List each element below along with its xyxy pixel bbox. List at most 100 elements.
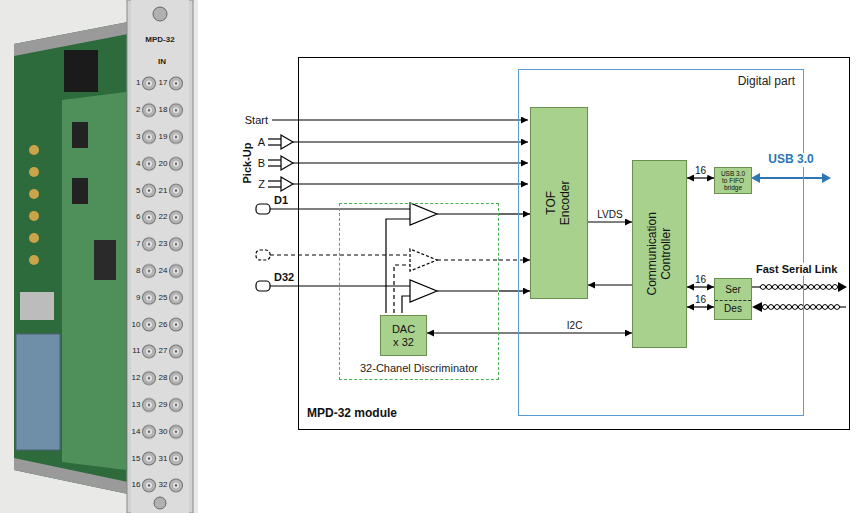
channel-number-holder: 17 <box>159 79 168 88</box>
serial-wire <box>762 305 840 310</box>
channel-number: 9 <box>136 293 140 302</box>
bridge-box: USB 3.0 to FIFO bridge <box>714 167 752 194</box>
signal-arrow <box>687 306 714 307</box>
signal-wire <box>268 165 281 166</box>
threshold-wire <box>402 296 410 313</box>
comparator-symbol <box>410 203 437 225</box>
receiver-symbol <box>281 177 293 191</box>
module-photo <box>0 0 198 513</box>
arrow-head <box>838 282 847 292</box>
serdes-box: SerDes <box>714 278 752 320</box>
discriminator-group: 32-Chanel DiscriminatorDAC x 32 <box>339 203 499 380</box>
usb-arrow <box>756 177 826 179</box>
edge-label-holder: 16 <box>694 274 707 286</box>
channel-number-holder: 23 <box>159 240 168 249</box>
edge-label-holder: LVDS <box>596 209 623 221</box>
threshold-wire <box>394 265 410 313</box>
interface-name: Fast Serial Link <box>754 263 839 276</box>
channel-number-holder: 27 <box>159 347 168 356</box>
signal-name: Start <box>245 114 268 127</box>
channel-number: 22 <box>159 213 168 222</box>
board-rail <box>14 458 128 494</box>
comparator-symbol <box>410 280 437 302</box>
interface-name-holder: Fast Serial Link <box>754 263 839 276</box>
channel-number: 17 <box>159 79 168 88</box>
channel-number-holder: 21 <box>159 186 168 195</box>
signal-arrow <box>687 177 714 178</box>
receiver-symbol <box>281 135 293 149</box>
serial-wire <box>760 285 838 290</box>
comparator-symbol <box>410 249 437 271</box>
board-area <box>62 92 126 470</box>
chip <box>72 122 88 148</box>
channel-number: 5 <box>136 186 140 195</box>
twisted-pair-link <box>750 282 847 312</box>
signal-wire <box>270 285 410 286</box>
input-name-holder: D1 <box>274 194 288 207</box>
channel-number-holder: 4 <box>136 159 140 168</box>
edge-label-holder: 16 <box>694 294 707 306</box>
serial-wire <box>760 285 838 290</box>
channel-number-holder: 24 <box>159 266 168 275</box>
channel-number-holder: 32 <box>159 481 168 490</box>
signal-wire <box>268 138 281 139</box>
signal-arrow <box>588 221 632 222</box>
channel-number: 28 <box>159 374 168 383</box>
channel-number: 2 <box>136 106 140 115</box>
channel-number-holder: 11 <box>132 347 140 356</box>
channel-number: 3 <box>136 132 140 141</box>
input-name-holder: D32 <box>274 271 294 284</box>
channel-number-holder: 28 <box>159 374 168 383</box>
node-text: MPD-32 module <box>307 407 397 421</box>
sma-connector <box>29 189 39 199</box>
panel-label: MPD-32 <box>145 35 174 44</box>
node-text: Des <box>715 300 751 317</box>
interface-name: USB 3.0 <box>766 153 815 167</box>
signal-wire <box>293 141 528 142</box>
channel-number: 1 <box>136 79 140 88</box>
channel-number: 16 <box>132 481 141 490</box>
signal-wire <box>437 213 498 214</box>
node-text: TOF Encoder <box>545 173 573 233</box>
serial-wire <box>840 306 846 307</box>
channel-number: 12 <box>132 374 141 383</box>
serial-wire <box>762 305 840 310</box>
input-name: D32 <box>274 271 294 284</box>
channel-number-holder: 16 <box>132 481 141 490</box>
signal-name-holder: A <box>258 136 265 149</box>
node-text: Communication Controller <box>646 204 674 304</box>
signal-name-holder: B <box>258 157 265 170</box>
channel-number-holder: 14 <box>132 427 141 436</box>
signal-wire <box>268 180 281 181</box>
channel-number-holder: 25 <box>159 293 168 302</box>
channel-number: 6 <box>136 213 140 222</box>
signal-wire <box>437 290 498 291</box>
signal-name: Z <box>258 178 265 191</box>
input-connector <box>256 250 270 260</box>
channel-number: 24 <box>159 266 168 275</box>
channel-number: 29 <box>159 400 168 409</box>
controller-box: Communication Controller <box>632 160 687 348</box>
channel-number: 7 <box>136 240 140 249</box>
module-frame: MPD-32 module 32-Chanel DiscriminatorDAC … <box>298 57 850 430</box>
channel-number-holder: 1 <box>136 79 140 88</box>
channel-number: 32 <box>159 481 168 490</box>
channel-number-holder: 22 <box>159 213 168 222</box>
node-text: DAC x 32 <box>390 323 418 348</box>
channel-number-holder: 29 <box>159 400 168 409</box>
signal-arrow <box>687 286 714 287</box>
arrow-head <box>751 173 760 183</box>
signal-wire <box>268 159 281 160</box>
channel-number-holder: 26 <box>159 320 168 329</box>
signal-wire <box>437 259 498 260</box>
sma-connector <box>29 233 39 243</box>
signal-wire <box>272 119 528 120</box>
signal-wire <box>293 183 528 184</box>
encoder-box: TOF Encoder <box>530 107 588 299</box>
channel-number: 15 <box>132 454 141 463</box>
channel-number: 4 <box>136 159 140 168</box>
channel-number: 31 <box>159 454 168 463</box>
